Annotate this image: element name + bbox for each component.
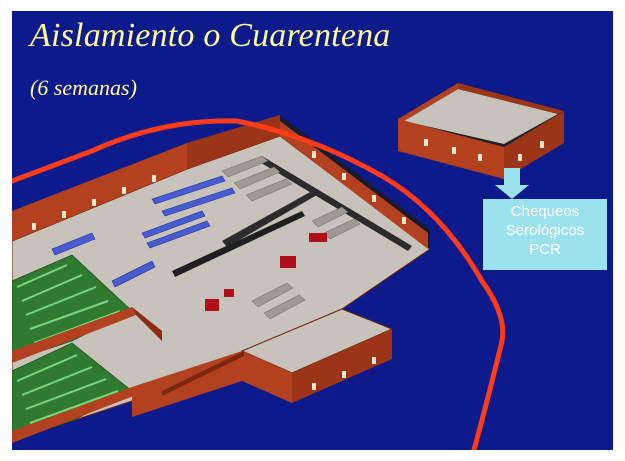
farm-illustration: [12, 83, 564, 450]
slide-title: Aislamiento o Cuarentena: [30, 17, 391, 54]
quarantine-boundary-line: [12, 118, 506, 450]
tests-line-1: Chequeos: [510, 203, 580, 220]
down-arrow-icon: [495, 168, 529, 199]
tests-line-2: Serológicos: [505, 222, 585, 239]
slide-subtitle: (6 semanas): [30, 75, 137, 100]
main-building: [12, 115, 431, 443]
slide: Aislamiento o Cuarentena (6 semanas) Che…: [12, 11, 613, 450]
tests-label-box: Chequeos Serológicos PCR: [483, 199, 607, 270]
tests-line-3: PCR: [529, 241, 561, 258]
quarantine-building: [398, 83, 564, 179]
